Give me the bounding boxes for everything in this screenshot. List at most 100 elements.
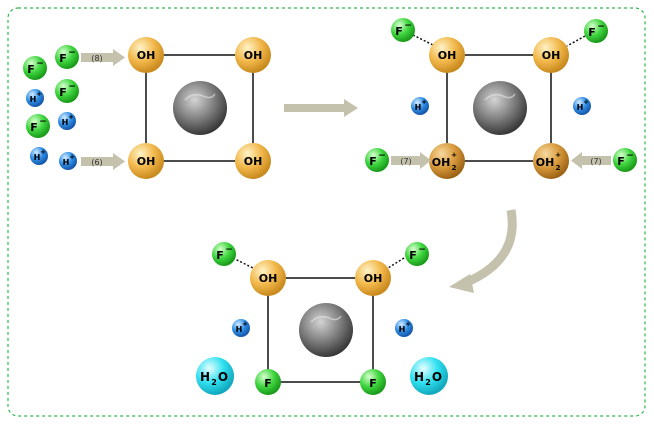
hydroxyl-site: OH (235, 143, 271, 179)
svg-text:2: 2 (452, 164, 457, 172)
svg-text:H: H (577, 103, 584, 112)
svg-text:H: H (62, 118, 69, 127)
proton: H + (26, 89, 44, 107)
protonated-hydroxyl-site: OH 2 + (533, 143, 569, 179)
water-molecule: H 2 O (196, 357, 234, 395)
svg-text:F: F (617, 155, 625, 168)
panel-fluorinated: OH OH F F F − F − H + H + H 2 O H 2 O (196, 242, 448, 395)
svg-text:OH: OH (259, 272, 278, 285)
svg-text:F: F (216, 249, 224, 262)
proton: H + (411, 97, 429, 115)
svg-text:OH: OH (364, 272, 383, 285)
svg-text:+: + (451, 151, 457, 159)
svg-text:OH: OH (542, 49, 561, 62)
hydroxyl-site: OH (429, 37, 465, 73)
fluoride-ion: F − (55, 79, 79, 103)
svg-text:H: H (399, 325, 406, 334)
panel-protonated: OH OH OH 2 + OH 2 + F − F − F − F − (365, 18, 637, 179)
svg-text:F: F (409, 249, 417, 262)
svg-text:2: 2 (211, 378, 217, 387)
svg-text:OH: OH (244, 49, 263, 62)
fluoride-ion: F − (391, 18, 415, 42)
fluoride-ion: F − (23, 56, 47, 80)
svg-text:2: 2 (425, 378, 431, 387)
svg-text:+: + (583, 98, 589, 106)
svg-text:F: F (59, 86, 67, 99)
adsorbent-frame (267, 277, 374, 383)
fluoride-ion: F − (584, 19, 608, 43)
hydroxyl-site: OH (533, 37, 569, 73)
svg-text:F: F (369, 377, 377, 390)
svg-text:−: − (225, 245, 233, 255)
proton: H + (395, 319, 413, 337)
svg-text:F: F (30, 121, 38, 134)
svg-text:OH: OH (244, 155, 263, 168)
proton: H + (59, 152, 77, 170)
transition-arrow-right (284, 99, 358, 117)
svg-text:F: F (395, 25, 403, 38)
svg-text:H: H (63, 158, 70, 167)
svg-text:H: H (34, 153, 41, 162)
reaction-arrow-7-right: (7) (571, 152, 611, 169)
reaction-arrow-8: (8) (81, 49, 125, 66)
fluoride-ion: F − (55, 45, 79, 69)
svg-text:−: − (378, 151, 386, 161)
svg-text:OH: OH (536, 156, 555, 169)
svg-text:F: F (588, 26, 596, 39)
svg-text:−: − (597, 22, 605, 32)
svg-text:−: − (418, 245, 426, 255)
svg-text:+: + (555, 151, 561, 159)
transition-arrow-curved (449, 209, 517, 293)
reaction-arrow-6: (6) (81, 153, 125, 170)
svg-text:+: + (36, 90, 42, 98)
fluoride-ion: F − (365, 148, 389, 172)
fluoride-ion: F − (212, 242, 236, 266)
fluorine-site: F (255, 369, 281, 395)
svg-text:OH: OH (432, 156, 451, 169)
svg-text:O: O (432, 370, 442, 384)
hydroxyl-site: OH (355, 260, 391, 296)
proton: H + (30, 147, 48, 165)
svg-text:−: − (68, 82, 76, 92)
protonated-hydroxyl-site: OH 2 + (429, 143, 465, 179)
proton: H + (573, 97, 591, 115)
svg-text:OH: OH (137, 155, 156, 168)
hydroxyl-site: OH (250, 260, 286, 296)
adsorbent-frame (145, 54, 254, 162)
svg-text:2: 2 (556, 164, 561, 172)
svg-text:(7): (7) (590, 157, 601, 166)
svg-text:+: + (405, 320, 411, 328)
svg-text:−: − (404, 21, 412, 31)
panel-initial: OH OH OH OH (8) (6) F − F − F − F (23, 37, 271, 179)
svg-text:−: − (626, 151, 634, 161)
adsorbent-core (299, 303, 353, 357)
fluoride-ion: F − (405, 242, 429, 266)
svg-text:F: F (59, 52, 67, 65)
adsorbent-frame (446, 54, 552, 162)
svg-text:(7): (7) (400, 157, 411, 166)
svg-text:F: F (264, 377, 272, 390)
svg-text:(6): (6) (91, 158, 102, 167)
svg-text:OH: OH (137, 49, 156, 62)
proton: H + (58, 112, 76, 130)
adsorbent-core (173, 81, 227, 135)
reaction-arrow-7-left: (7) (391, 152, 431, 169)
hydroxyl-site: OH (235, 37, 271, 73)
diagram-border (7, 7, 646, 417)
svg-text:−: − (36, 59, 44, 69)
hydroxyl-site: OH (128, 143, 164, 179)
svg-text:+: + (69, 153, 75, 161)
svg-text:−: − (68, 48, 76, 58)
svg-text:H: H (414, 370, 424, 384)
svg-text:F: F (369, 155, 377, 168)
water-molecule: H 2 O (410, 357, 448, 395)
svg-text:+: + (242, 320, 248, 328)
svg-text:+: + (421, 98, 427, 106)
svg-text:(8): (8) (91, 54, 102, 63)
svg-text:H: H (200, 370, 210, 384)
svg-text:+: + (68, 113, 74, 121)
svg-text:H: H (415, 103, 422, 112)
adsorbent-core (473, 81, 527, 135)
svg-text:O: O (218, 370, 228, 384)
